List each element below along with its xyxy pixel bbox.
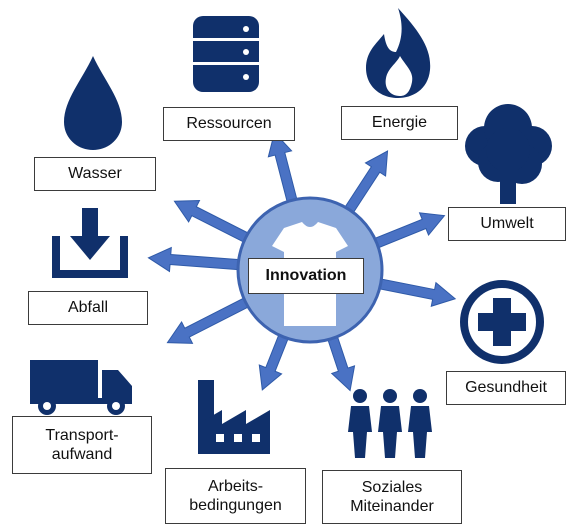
label-box-abfall: Abfall xyxy=(28,291,148,325)
label-arbeit-line2: bedingungen xyxy=(189,497,282,514)
center-label-innovation: Innovation xyxy=(248,258,364,294)
label-gesundheit: Gesundheit xyxy=(465,379,547,397)
label-box-wasser: Wasser xyxy=(34,157,156,191)
label-abfall: Abfall xyxy=(67,299,109,317)
label-box-energie: Energie xyxy=(341,106,458,140)
arrow-wasser xyxy=(173,199,251,244)
tree-icon xyxy=(465,104,552,204)
people-group-icon xyxy=(348,389,432,458)
water-drop-icon xyxy=(64,56,122,150)
database-icon xyxy=(193,16,259,92)
label-transport-line2: aufwand xyxy=(51,446,113,463)
label-box-soziales-miteinander: Soziales Miteinander xyxy=(322,470,462,524)
label-sozial-line1: Soziales xyxy=(361,478,423,496)
label-transport-line1: Transport- xyxy=(45,426,119,444)
label-sozial-line2: Miteinander xyxy=(350,498,434,515)
label-box-arbeitsbedingungen: Arbeits- bedingungen xyxy=(165,468,306,524)
label-umwelt: Umwelt xyxy=(480,215,534,233)
label-arbeit-line1: Arbeits- xyxy=(207,477,264,495)
download-tray-icon xyxy=(52,208,128,278)
label-box-ressourcen: Ressourcen xyxy=(163,107,295,141)
arrow-ressourcen xyxy=(267,131,298,205)
label-wasser: Wasser xyxy=(68,165,122,183)
label-box-gesundheit: Gesundheit xyxy=(446,371,566,405)
arrow-abfall xyxy=(147,246,242,273)
flame-icon xyxy=(366,8,431,98)
label-ressourcen: Ressourcen xyxy=(186,115,272,133)
label-box-transportaufwand: Transport- aufwand xyxy=(12,416,152,474)
arrow-transport xyxy=(166,296,251,344)
arrow-energie xyxy=(343,150,389,215)
arrow-gesundheit xyxy=(377,278,457,307)
truck-icon xyxy=(30,360,132,415)
label-energie: Energie xyxy=(371,114,428,132)
center-label-text: Innovation xyxy=(265,267,347,284)
medical-cross-icon xyxy=(460,280,544,364)
arrow-sozial xyxy=(326,334,356,392)
factory-icon xyxy=(198,380,270,454)
arrows xyxy=(147,131,457,392)
label-box-umwelt: Umwelt xyxy=(448,207,566,241)
arrow-umwelt xyxy=(372,212,446,250)
arrow-arbeit xyxy=(258,332,290,391)
